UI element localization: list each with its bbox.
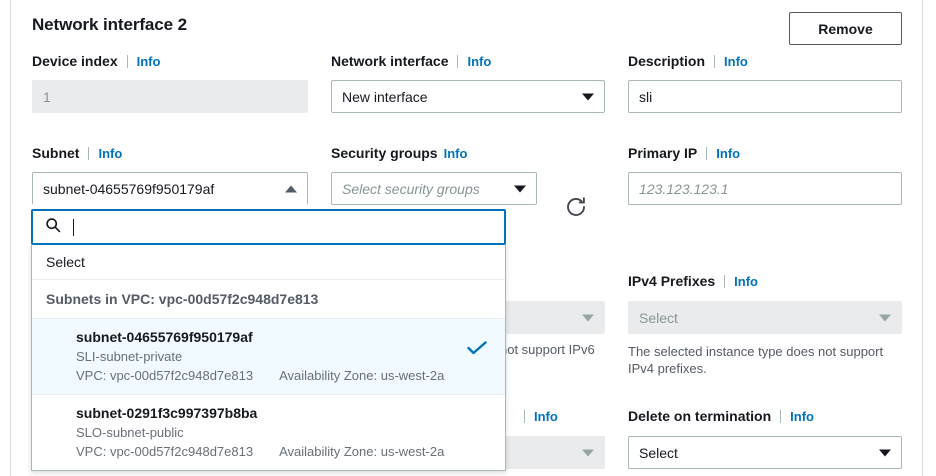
label-separator (714, 55, 716, 68)
subnet-option-id: subnet-04655769f950179af (76, 329, 253, 345)
network-interface-info-link[interactable]: Info (467, 54, 492, 69)
ipv4-prefixes-hint: The selected instance type does not supp… (628, 344, 884, 376)
ipv4-prefixes-info-link[interactable]: Info (734, 274, 758, 289)
label-separator (780, 410, 782, 423)
device-index-input: 1 (32, 80, 308, 113)
list-item[interactable]: subnet-0291f3c997397b8ba SLO-subnet-publ… (32, 395, 505, 470)
subnet-option-name: SLO-subnet-public (76, 425, 184, 440)
subnet-option-meta: VPC: vpc-00d57f2c948d7e813 Availability Z… (76, 442, 491, 461)
subnet-select-trigger[interactable]: subnet-04655769f950179af (32, 172, 308, 205)
refresh-icon[interactable] (564, 195, 588, 219)
label-separator (706, 147, 708, 160)
panel-right-gutter (923, 0, 936, 476)
subnet-option-vpc: VPC: vpc-00d57f2c948d7e813 (76, 368, 254, 383)
panel-right-divider (922, 0, 923, 476)
delete-on-termination-select[interactable]: Select (628, 436, 902, 469)
chevron-down-icon (582, 314, 594, 321)
subnet-option-name: SLI-subnet-private (76, 349, 183, 364)
chevron-up-icon (285, 185, 297, 192)
text-cursor (73, 218, 74, 236)
hidden-middle-info-label: Info (515, 408, 558, 424)
page-title: Network interface 2 (32, 15, 187, 34)
ipv4-prefixes-select: Select (628, 301, 902, 334)
chevron-down-icon (879, 314, 891, 321)
list-item[interactable]: subnet-04655769f950179af SLI-subnet-priv… (32, 319, 505, 395)
dropdown-group-header: Subnets in VPC: vpc-00d57f2c948d7e813 (32, 280, 505, 319)
security-groups-info-link[interactable]: Info (443, 146, 468, 161)
chevron-down-icon (879, 449, 891, 456)
ipv6-ips-hint: not support IPv6 (500, 342, 595, 357)
label-separator (724, 275, 726, 288)
chevron-down-icon (582, 449, 594, 456)
network-interface-select[interactable]: New interface (331, 80, 605, 113)
description-input[interactable]: sli (628, 80, 902, 113)
device-index-info-link[interactable]: Info (136, 54, 161, 69)
label-separator (88, 147, 90, 160)
label-separator (126, 55, 128, 68)
subnet-option-meta: VPC: vpc-00d57f2c948d7e813 Availability Z… (76, 366, 491, 385)
subnet-option-az: Availability Zone: us-west-2a (279, 444, 445, 459)
subnet-search-input[interactable] (31, 209, 506, 245)
panel-left-divider (10, 0, 11, 476)
chevron-down-icon (514, 185, 526, 192)
primary-ip-input[interactable]: 123.123.123.1 (628, 172, 902, 205)
subnet-option-vpc: VPC: vpc-00d57f2c948d7e813 (76, 444, 254, 459)
primary-ip-info-link[interactable]: Info (716, 146, 741, 161)
subnet-option-id: subnet-0291f3c997397b8ba (76, 405, 258, 421)
label-separator (457, 55, 459, 68)
subnet-info-link[interactable]: Info (98, 146, 123, 161)
subnet-dropdown-list[interactable]: Select Subnets in VPC: vpc-00d57f2c948d7… (31, 245, 506, 471)
delete-on-termination-info-link[interactable]: Info (790, 409, 814, 424)
security-groups-select[interactable]: Select security groups (331, 172, 537, 205)
remove-button[interactable]: Remove (789, 12, 902, 45)
label-separator (524, 410, 525, 423)
subnet-option-az: Availability Zone: us-west-2a (279, 368, 445, 383)
description-info-link[interactable]: Info (724, 54, 748, 69)
dropdown-option-select[interactable]: Select (32, 245, 505, 280)
search-icon (45, 217, 61, 238)
chevron-down-icon (582, 93, 594, 100)
hidden-middle-info-link[interactable]: Info (534, 409, 558, 424)
check-icon (467, 341, 487, 355)
